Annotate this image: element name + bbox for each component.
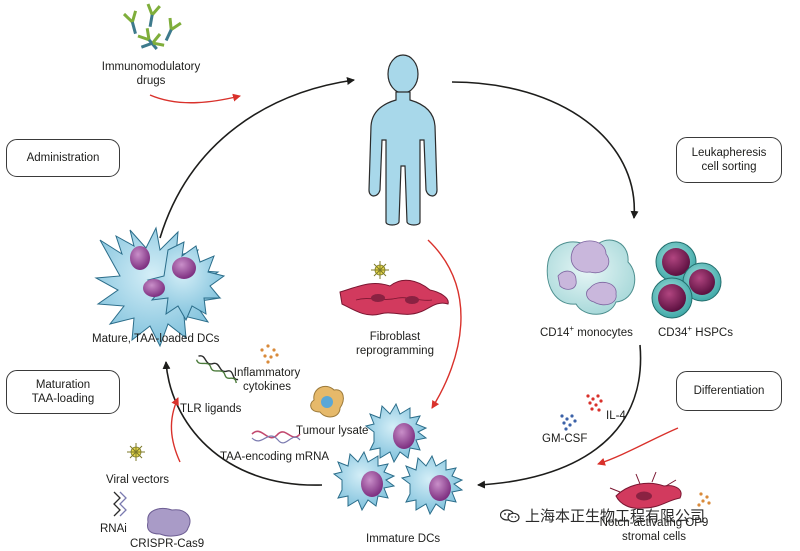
label-inflammatory-line2: cytokines	[243, 381, 291, 393]
label-taa-mrna: TAA-encoding mRNA	[220, 451, 330, 463]
mrna-strand	[251, 430, 301, 444]
arrow-differentiation-to-immature	[477, 344, 642, 489]
label-tlr-ligands: TLR ligands	[180, 403, 242, 415]
label-immunomodulatory-drugs: Immunomodulatory drugs	[96, 60, 206, 88]
label-cd14-suffix: monocytes	[574, 326, 633, 339]
stage-label-administration: Administration	[26, 152, 100, 164]
label-cd34-sup: +	[687, 324, 693, 333]
label-gmcsf: GM-CSF	[542, 433, 588, 445]
stage-box-leukapheresis: Leukapheresis cell sorting	[676, 137, 782, 183]
label-rnai: RNAi	[100, 523, 127, 535]
arrow-admin-to-patient	[159, 77, 355, 239]
label-crispr: CRISPR-Cas9	[130, 538, 205, 550]
label-mature-dcs: Mature, TAA-loaded DCs	[92, 333, 220, 345]
crispr-protein	[147, 508, 191, 537]
label-inflammatory-line1: Inflammatory	[233, 367, 301, 379]
label-viral-vectors: Viral vectors	[106, 474, 170, 486]
label-cd14-prefix: CD14	[540, 326, 570, 339]
stage-label-maturation-line1: Maturation	[35, 379, 91, 391]
rnai-strand	[113, 491, 127, 517]
label-il4: IL-4	[606, 410, 626, 422]
label-tumour-lysate: Tumour lysate	[296, 425, 369, 437]
cd14-monocytes	[546, 239, 636, 315]
label-immature-dcs: Immature DCs	[366, 533, 441, 545]
antibody-icons	[122, 3, 182, 50]
immature-dcs	[332, 402, 464, 516]
wechat-icon	[500, 508, 520, 522]
label-stromal-line1: Notch-activating OP9	[599, 517, 709, 529]
label-immunomodulatory-line2: drugs	[136, 75, 166, 87]
label-op9-stromal: Notch-activating OP9 stromal cells	[594, 516, 714, 544]
label-cd34-hspcs: CD34+ HSPCs	[658, 322, 733, 340]
label-cd34-prefix: CD34	[658, 326, 688, 339]
label-fibroblast: Fibroblast reprogramming	[340, 330, 450, 358]
label-cd14-monocytes: CD14+ monocytes	[540, 322, 633, 340]
watermark-text: 上海本正生物工程有限公司	[525, 507, 706, 525]
mature-dc-cluster	[94, 226, 226, 348]
op9-stromal-cell	[609, 471, 682, 509]
label-cd34-suffix: HSPCs	[692, 326, 733, 339]
viral-vector	[127, 443, 145, 461]
fibroblast-cells	[339, 261, 449, 316]
stage-box-differentiation: Differentiation	[676, 371, 782, 411]
label-fibroblast-line1: Fibroblast	[369, 331, 421, 343]
stage-label-maturation-line2: TAA-loading	[31, 393, 95, 405]
label-cd14-sup: +	[569, 324, 575, 333]
cytokine-dots	[260, 344, 711, 507]
stage-label-differentiation: Differentiation	[693, 385, 765, 397]
label-fibroblast-line2: reprogramming	[356, 345, 434, 357]
tumour-lysate-cell	[310, 385, 344, 418]
watermark: 上海本正生物工程有限公司	[500, 505, 705, 526]
stage-box-administration: Administration	[6, 139, 120, 177]
label-immunomodulatory-line1: Immunomodulatory	[101, 61, 201, 73]
patient-silhouette	[368, 54, 438, 226]
arrow-patient-to-leukapheresis	[451, 81, 639, 219]
label-inflammatory-cytokines: Inflammatory cytokines	[226, 366, 308, 394]
arrow-immature-to-mature	[162, 361, 323, 486]
arrow-fibroblast	[427, 239, 462, 409]
stage-box-maturation: Maturation TAA-loading	[6, 370, 120, 414]
arrow-drugs	[149, 93, 241, 104]
red-arrows	[149, 93, 679, 466]
label-stromal-line2: stromal cells	[622, 531, 686, 543]
arrow-viral	[170, 397, 181, 463]
stage-label-leukapheresis-line2: cell sorting	[701, 161, 757, 173]
stage-label-leukapheresis-line1: Leukapheresis	[691, 147, 767, 159]
arrow-op9	[597, 427, 679, 466]
cd34-hspcs	[651, 241, 722, 319]
cycle-arrows	[159, 77, 642, 489]
tlr-ligand-strand	[195, 355, 239, 384]
